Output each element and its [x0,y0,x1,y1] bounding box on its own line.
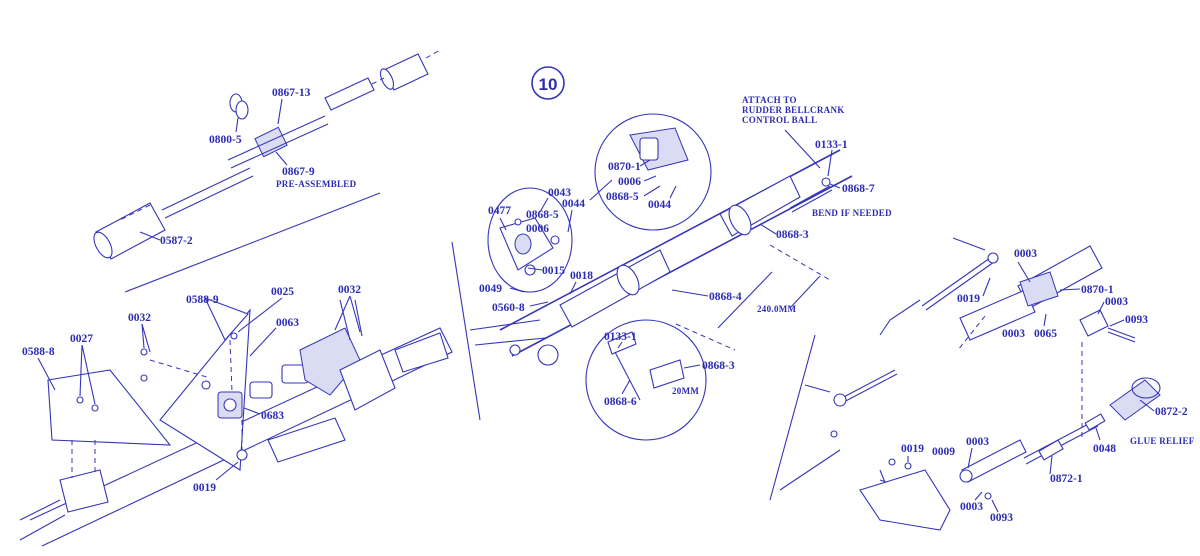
label-0683: 0683 [261,410,284,422]
label-0027: 0027 [70,333,93,345]
label-0018: 0018 [570,270,593,282]
label-0477: 0477 [488,205,511,217]
label-0003-bottom: 0003 [960,501,983,513]
label-0048: 0048 [1093,443,1116,455]
label-0044-top: 0044 [648,199,671,211]
note-attach-line2: RUDDER BELLCRANK [742,105,845,115]
label-0560-8: 0560-8 [492,302,525,314]
label-0587-2: 0587-2 [160,235,193,247]
label-0868-6: 0868-6 [604,396,637,408]
label-0868-5-left: 0868-5 [526,209,559,221]
divider-line-top-left [124,192,381,293]
label-0868-3-top: 0868-3 [776,229,809,241]
divider-line-right [769,334,816,501]
label-0003-mid: 0003 [1002,328,1025,340]
label-0867-13: 0867-13 [272,87,311,99]
label-0063: 0063 [276,317,299,329]
label-0065: 0065 [1034,328,1057,340]
vertical-fin-group [19,297,453,547]
note-dim-20: 20MM [672,386,699,396]
note-attach-line1: ATTACH TO [742,95,797,105]
label-0872-2: 0872-2 [1155,406,1188,418]
label-0868-5-top: 0868-5 [606,191,639,203]
label-0868-3-bottom: 0868-3 [702,360,735,372]
label-0003-bottom-upper: 0003 [966,436,989,448]
label-0032-right: 0032 [338,284,361,296]
step-number: 10 [539,75,558,94]
label-0044-left: 0044 [562,198,585,210]
label-0872-1: 0872-1 [1050,473,1083,485]
label-0868-4: 0868-4 [709,291,742,303]
note-dim-240: 240.0MM [757,304,797,314]
note-glue-relief: GLUE RELIEF [1130,436,1195,446]
control-rod-group [779,237,1161,531]
label-0043: 0043 [548,187,571,199]
label-0015: 0015 [542,265,565,277]
label-0009: 0009 [932,446,955,458]
label-0133-1-bottom: 0133-1 [604,331,637,343]
label-0133-1-top: 0133-1 [815,139,848,151]
label-0870-1-right: 0870-1 [1081,284,1114,296]
label-0093-right: 0093 [1125,314,1148,326]
label-0868-7: 0868-7 [842,183,875,195]
label-0006-left: 0006 [526,223,549,235]
label-0867-9: 0867-9 [282,166,315,178]
label-0093-bottom: 0093 [990,512,1013,524]
note-bend-if-needed: BEND IF NEEDED [812,208,892,218]
boom-support-group [469,113,853,441]
label-0003-right: 0003 [1105,296,1128,308]
label-0019-right: 0019 [957,293,980,305]
label-0032-left: 0032 [128,312,151,324]
label-0870-1-top: 0870-1 [608,161,641,173]
label-0049: 0049 [479,283,502,295]
label-0588-8: 0588-8 [22,346,55,358]
tail-boom-sleeve-group [93,49,441,260]
divider-line-center [451,241,481,421]
label-0019-bottom: 0019 [901,443,924,455]
note-pre-assembled: PRE-ASSEMBLED [276,179,357,189]
label-0025: 0025 [271,286,294,298]
label-0006-top: 0006 [618,176,641,188]
label-0588-9: 0588-9 [186,294,219,306]
step-badge: 10 [531,66,565,100]
note-attach-line3: CONTROL BALL [742,115,817,125]
label-0800-5: 0800-5 [209,134,242,146]
label-0003-top: 0003 [1014,248,1037,260]
label-0019-left: 0019 [193,482,216,494]
